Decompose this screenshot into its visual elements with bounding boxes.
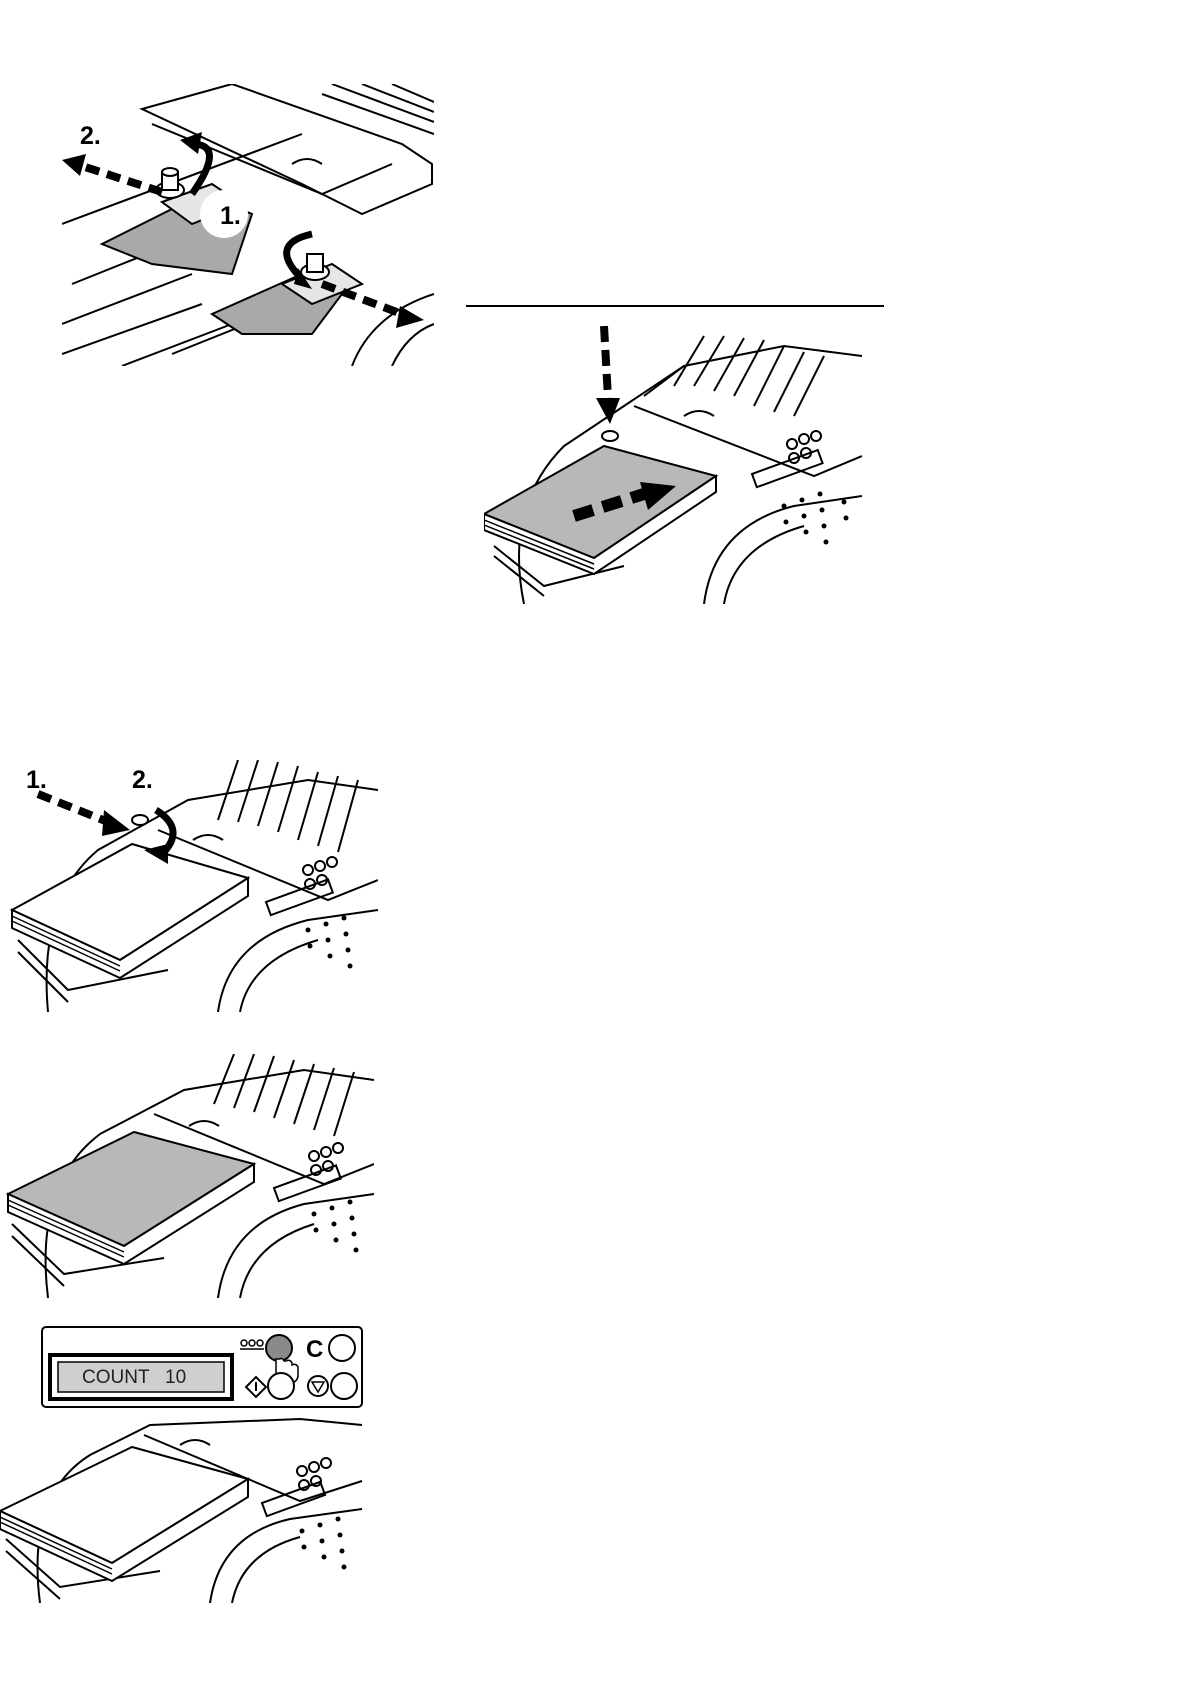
start-button[interactable]: [268, 1373, 294, 1399]
figure-load-paper: [484, 326, 862, 604]
figure-control-panel: COUNT 10 C: [0, 1325, 370, 1603]
figure-lock-guide: 1. 2.: [8, 760, 378, 1012]
step-2-label: 2.: [132, 766, 153, 794]
step-2-label: 2.: [80, 122, 101, 150]
figure-adjust-side-guides-drawing: 2. 1.: [62, 84, 434, 366]
count-button[interactable]: [266, 1335, 292, 1361]
clear-button[interactable]: [329, 1335, 355, 1361]
lcd-display-text: COUNT 10: [82, 1367, 186, 1388]
stop-key-icon: [308, 1376, 328, 1396]
section-divider: [466, 305, 884, 307]
step-1-label: 1.: [26, 766, 47, 794]
figure-control-panel-drawing: COUNT 10 C: [0, 1325, 370, 1603]
figure-paper-loaded-drawing: [4, 1054, 374, 1298]
figure-adjust-side-guides: 2. 1.: [62, 84, 434, 366]
figure-load-paper-drawing: [484, 326, 862, 604]
figure-lock-guide-drawing: 1. 2.: [8, 760, 378, 1012]
figure-paper-loaded: [4, 1054, 374, 1298]
stop-button[interactable]: [331, 1373, 357, 1399]
clear-key-label: C: [306, 1336, 323, 1363]
step-1-label: 1.: [220, 202, 241, 230]
